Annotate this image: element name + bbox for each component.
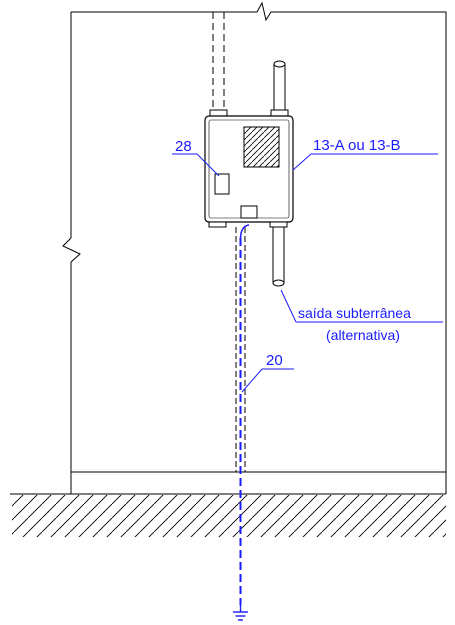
soil-hatch [12, 495, 446, 537]
breaker-28 [214, 173, 230, 195]
label-13: 13-A ou 13-B [313, 137, 401, 154]
ground-terminal [240, 205, 258, 219]
leader-exit [280, 289, 443, 323]
top-conduit [212, 12, 225, 112]
lower-pipe [272, 227, 285, 287]
label-20: 20 [266, 352, 283, 369]
meter-box [204, 115, 294, 228]
wall-outline [62, 1, 447, 494]
upper-pipe-fitting [270, 109, 289, 117]
ground-surface [10, 471, 446, 495]
leader-28 [172, 153, 220, 177]
break-line-icon [62, 237, 81, 263]
leader-20 [241, 368, 294, 393]
label-28: 28 [175, 138, 192, 155]
meter-window [243, 126, 280, 168]
ground-conduit [235, 227, 246, 472]
label-exit-line1: saída subterrânea [298, 305, 411, 321]
top-conduit-fitting [209, 109, 228, 117]
leader-13 [292, 153, 438, 171]
label-exit-line2: (alternativa) [326, 327, 400, 343]
upper-pipe [273, 60, 286, 112]
ground-conductor [239, 224, 250, 605]
ground-symbol-icon [233, 605, 248, 621]
